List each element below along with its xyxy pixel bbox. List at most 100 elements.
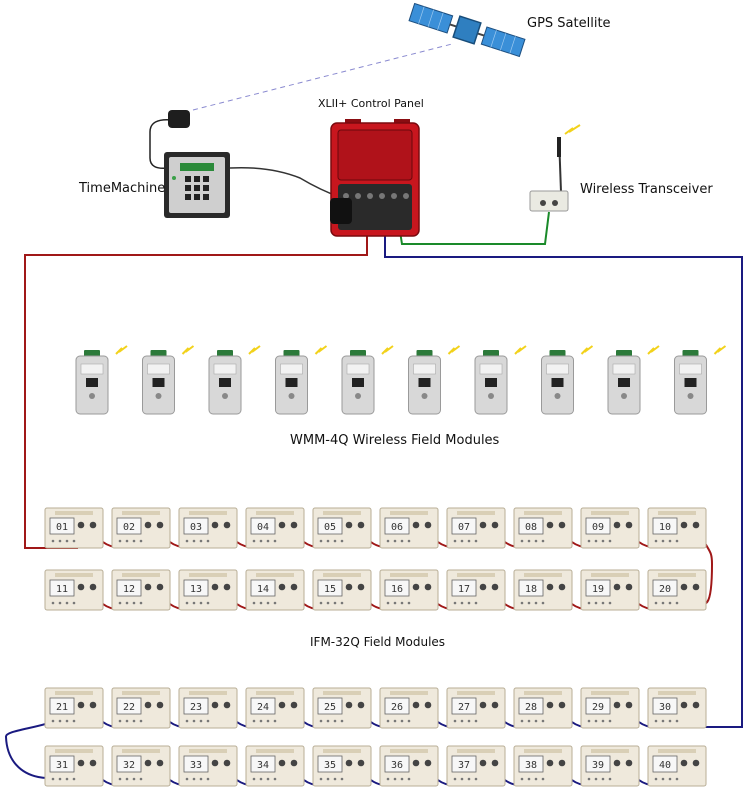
field-module-led: [118, 777, 122, 781]
field-module: 09: [580, 507, 640, 549]
field-module-led: [407, 719, 411, 723]
field-module-led: [259, 719, 263, 723]
field-module-terminal: [479, 583, 487, 591]
field-module-led: [594, 777, 598, 781]
field-module-number: 38: [525, 760, 537, 771]
field-module-led: [266, 539, 270, 543]
field-module-terminal: [223, 521, 231, 529]
module-display: [152, 378, 165, 387]
field-module-led: [453, 777, 457, 781]
field-module: 30: [647, 687, 707, 729]
field-module: 21: [44, 687, 104, 729]
field-module-terminal: [412, 759, 420, 767]
field-module-header: [591, 511, 629, 515]
field-module-led: [192, 719, 196, 723]
field-module-led: [594, 601, 598, 605]
field-module-led: [319, 539, 323, 543]
terminal: [391, 193, 397, 199]
field-module-terminal: [223, 583, 231, 591]
field-module-led: [601, 539, 605, 543]
field-module-terminal: [692, 583, 700, 591]
wireless-field-module: [408, 345, 461, 415]
field-module-display: [652, 755, 678, 773]
field-module: 03: [178, 507, 238, 549]
antenna-cable: [149, 119, 173, 170]
field-module-header: [189, 691, 227, 695]
module-terminal-block: [616, 350, 632, 357]
field-module-terminal: [89, 521, 97, 529]
timemachine-unit: [164, 152, 230, 218]
field-module-number: 06: [391, 522, 403, 533]
field-module-terminal: [613, 701, 621, 709]
wireless-transceiver-label: Wireless Transceiver: [580, 182, 713, 197]
terminal: [343, 193, 349, 199]
field-module-terminal: [424, 701, 432, 709]
field-module-led: [460, 539, 464, 543]
field-module-number: 05: [324, 522, 336, 533]
field-module-led: [199, 601, 203, 605]
field-module-terminal: [345, 521, 353, 529]
field-module-led: [668, 777, 672, 781]
field-module-led: [587, 601, 591, 605]
field-module-number: 32: [123, 760, 135, 771]
field-module-led: [326, 601, 330, 605]
field-module-led: [125, 539, 129, 543]
panel-grid-line: [427, 9, 434, 27]
field-module-display: [250, 517, 276, 535]
field-module-header: [323, 691, 361, 695]
field-module-led: [393, 719, 397, 723]
field-module: 05: [312, 507, 372, 549]
field-module-led: [520, 539, 524, 543]
module-knob: [89, 393, 95, 399]
wireless-bolt-icon: [514, 345, 527, 355]
field-module: 32: [111, 745, 171, 787]
field-module: 20: [647, 569, 707, 611]
field-module: 04: [245, 507, 305, 549]
field-module-terminal: [692, 521, 700, 529]
field-module: 07: [446, 507, 506, 549]
field-module-led: [259, 539, 263, 543]
field-module-terminal: [89, 759, 97, 767]
field-module-terminal: [625, 583, 633, 591]
field-module-led: [199, 777, 203, 781]
field-module-led: [58, 777, 62, 781]
field-module-terminal: [211, 759, 219, 767]
field-module-display: [585, 517, 611, 535]
field-module-terminal: [546, 521, 554, 529]
module-terminal-block: [217, 350, 233, 357]
field-module-header: [390, 691, 428, 695]
field-module-led: [333, 601, 337, 605]
module-terminal-block: [483, 350, 499, 357]
control-panel-unit: [330, 119, 420, 237]
module-label-plate: [612, 363, 636, 375]
wireless-bolt-icon: [115, 345, 128, 355]
field-module-header: [122, 573, 160, 577]
field-module-led: [654, 601, 658, 605]
field-module-header: [189, 511, 227, 515]
control-panel-label: XLII+ Control Panel: [318, 97, 424, 110]
field-module-header: [524, 691, 562, 695]
field-module-led: [594, 719, 598, 723]
field-module-display: [451, 697, 477, 715]
field-module-display: [518, 579, 544, 597]
field-module-header: [256, 511, 294, 515]
field-module-led: [51, 777, 55, 781]
field-module-led: [51, 601, 55, 605]
field-module-led: [527, 777, 531, 781]
field-module: 38: [513, 745, 573, 787]
field-module-led: [675, 777, 679, 781]
wireless-bolt-icon: [564, 124, 581, 135]
field-module-number: 31: [56, 760, 68, 771]
panel-arm: [477, 32, 485, 37]
field-module-led: [608, 539, 612, 543]
field-module: 19: [580, 569, 640, 611]
case-lid-inner: [337, 129, 413, 181]
field-module-terminal: [424, 521, 432, 529]
field-module: 37: [446, 745, 506, 787]
field-module-led: [118, 601, 122, 605]
field-module-led: [594, 539, 598, 543]
field-module-led: [675, 539, 679, 543]
field-module-led: [273, 539, 277, 543]
field-module-display: [384, 755, 410, 773]
field-module-display: [451, 755, 477, 773]
